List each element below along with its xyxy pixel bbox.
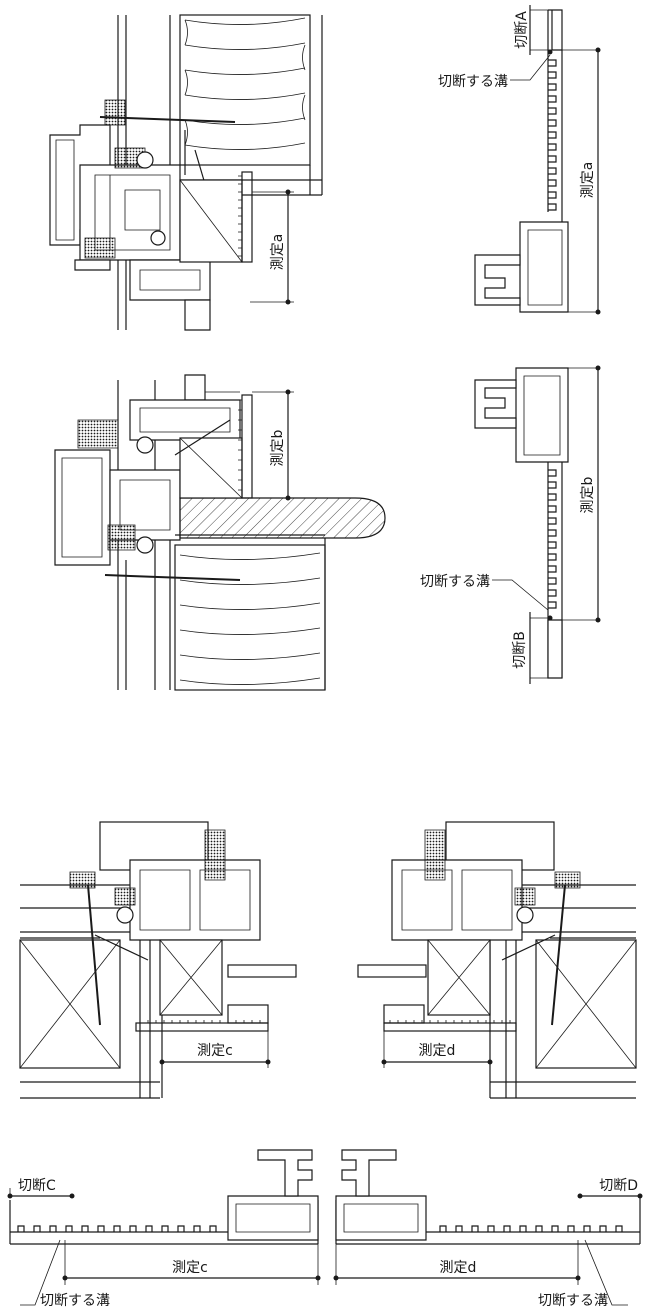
cut-groove-label-d: 切断する溝 (538, 1293, 608, 1309)
measure-b-label-right: 測定b (580, 476, 596, 513)
measure-d-label-bottom: 測定d (440, 1260, 477, 1276)
cut-b-label: 切断B (512, 631, 528, 669)
profile-d-drawing (333, 1149, 643, 1306)
cut-groove-label-b: 切断する溝 (420, 574, 490, 590)
measure-a-label-left: 測定a (270, 234, 286, 271)
measure-c-label-top: 測定c (197, 1043, 233, 1059)
profile-b-drawing (474, 365, 601, 684)
cut-groove-label-a: 切断する溝 (438, 74, 508, 90)
profile-a-drawing (474, 5, 601, 315)
measure-c-label-bottom: 測定c (172, 1260, 208, 1276)
section-top-drawing (49, 14, 323, 331)
profile-c-drawing (7, 1149, 321, 1306)
cut-c-label: 切断C (18, 1178, 56, 1194)
measure-a-label-right: 測定a (580, 162, 596, 199)
plan-right-drawing (357, 821, 637, 1099)
measure-b-label-left: 測定b (270, 429, 286, 466)
section-middle-drawing (54, 374, 386, 691)
cut-d-label: 切断D (599, 1178, 638, 1194)
cut-a-label: 切断A (514, 11, 530, 49)
measure-d-label-top: 測定d (419, 1043, 456, 1059)
cut-groove-label-c: 切断する溝 (40, 1293, 110, 1309)
plan-left-drawing (19, 821, 297, 1099)
